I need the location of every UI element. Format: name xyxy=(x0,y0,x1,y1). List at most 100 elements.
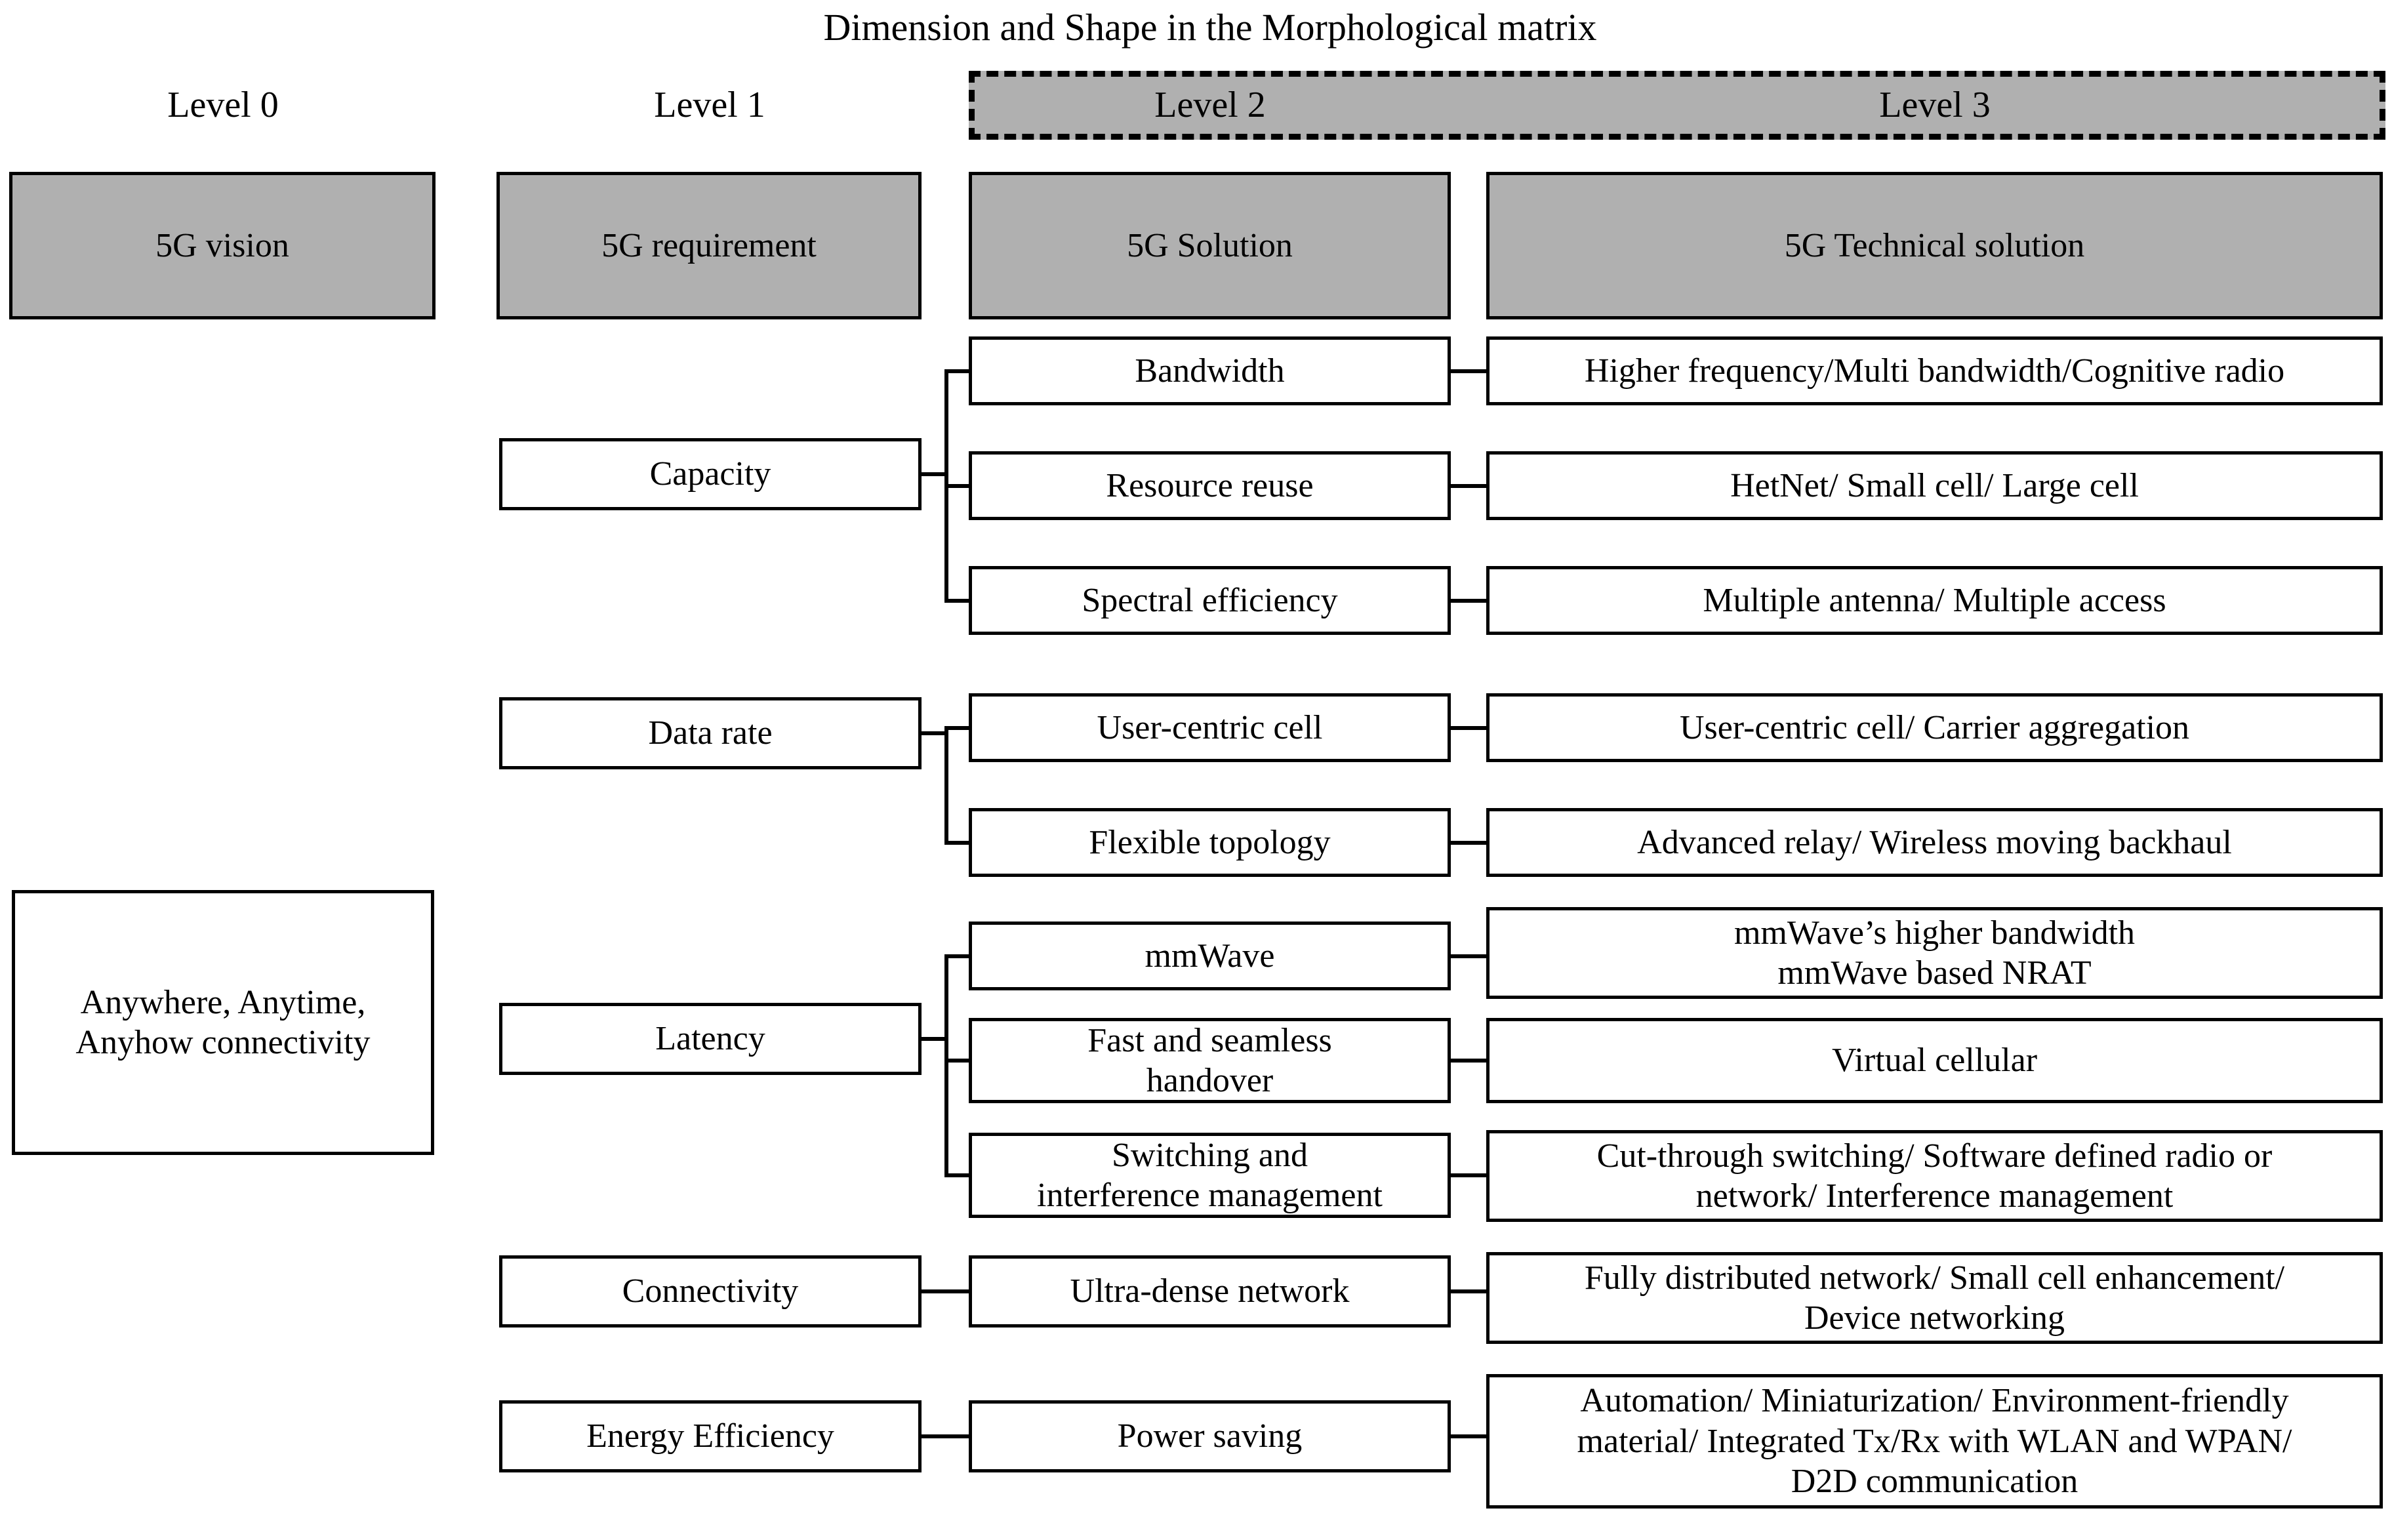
technical-solution-label: Virtual cellular xyxy=(1831,1042,2038,1080)
level-3-label: Level 3 xyxy=(1879,85,1991,125)
solution-label-line-1: Switching and xyxy=(1112,1136,1308,1174)
connector-capacity-to-bandwidth xyxy=(944,369,971,373)
solution-box-mmwave: mmWave xyxy=(969,922,1451,990)
technical-solution-label-line-1: Automation/ Miniaturization/ Environment… xyxy=(1580,1382,2289,1420)
solution-box-resource-reuse: Resource reuse xyxy=(969,451,1451,520)
technical-solution-box-spectral-efficiency: Multiple antenna/ Multiple access xyxy=(1486,566,2383,635)
solution-label: mmWave xyxy=(1145,937,1275,975)
solution-label-line-1: Fast and seamless xyxy=(1087,1021,1332,1059)
solution-box-ultra-dense-network: Ultra-dense network xyxy=(969,1255,1451,1327)
level-1-label: Level 1 xyxy=(654,85,765,125)
technical-solution-label: User-centric cell/ Carrier aggregation xyxy=(1679,708,2190,746)
technical-solution-box-power-saving: Automation/ Miniaturization/ Environment… xyxy=(1486,1374,2383,1509)
connector-latency-spine xyxy=(944,954,948,1175)
technical-solution-label-line-2: network/ Interference management xyxy=(1695,1177,2174,1215)
solution-label: Fast and seamless handover xyxy=(1087,1021,1332,1101)
connector-capacity-to-spectral-efficiency xyxy=(944,599,971,603)
connector-resource-reuse-to-technical xyxy=(1448,484,1489,488)
connector-latency-stub xyxy=(922,1037,946,1041)
technical-solution-box-switching: Cut-through switching/ Software defined … xyxy=(1486,1130,2383,1222)
requirement-label: Latency xyxy=(655,1020,765,1058)
requirement-box-connectivity: Connectivity xyxy=(499,1255,922,1327)
solution-box-fast-seamless-handover: Fast and seamless handover xyxy=(969,1018,1451,1103)
technical-solution-box-virtual-cellular: Virtual cellular xyxy=(1486,1018,2383,1103)
connector-latency-to-handover xyxy=(944,1059,971,1063)
technical-solution-label: Advanced relay/ Wireless moving backhaul xyxy=(1637,823,2232,861)
column-header-5g-vision: 5G vision xyxy=(9,172,436,319)
solution-box-bandwidth: Bandwidth xyxy=(969,336,1451,405)
connector-bandwidth-to-technical xyxy=(1448,369,1489,373)
connector-data-rate-spine xyxy=(944,726,948,843)
column-header-label: 5G Technical solution xyxy=(1784,226,2085,264)
connector-data-rate-to-flexible-topology xyxy=(944,841,971,845)
connector-latency-to-switching xyxy=(944,1173,971,1177)
column-header-5g-solution: 5G Solution xyxy=(969,172,1451,319)
level-2-label: Level 2 xyxy=(1154,85,1266,125)
connector-user-centric-cell-to-technical xyxy=(1448,726,1489,730)
technical-solution-label: HetNet/ Small cell/ Large cell xyxy=(1730,466,2139,504)
requirement-box-data-rate: Data rate xyxy=(499,697,922,769)
solution-label-line-2: handover xyxy=(1146,1062,1274,1099)
technical-solution-label-line-1: Fully distributed network/ Small cell en… xyxy=(1584,1259,2285,1297)
solution-label: Resource reuse xyxy=(1106,466,1314,504)
requirement-box-energy-efficiency: Energy Efficiency xyxy=(499,1400,922,1472)
technical-solution-label-line-2: Device networking xyxy=(1804,1299,2065,1337)
technical-solution-label: Multiple antenna/ Multiple access xyxy=(1703,581,2166,619)
solution-box-user-centric-cell: User-centric cell xyxy=(969,693,1451,762)
connector-switching-to-technical xyxy=(1448,1173,1489,1177)
technical-solution-label-line-2: material/ Integrated Tx/Rx with WLAN and… xyxy=(1577,1422,2292,1460)
solution-label: User-centric cell xyxy=(1097,708,1323,746)
connector-latency-to-mmwave xyxy=(944,954,971,958)
requirement-label: Energy Efficiency xyxy=(586,1417,834,1455)
connector-mmwave-to-technical xyxy=(1448,954,1489,958)
connector-capacity-stub xyxy=(922,472,946,476)
connector-data-rate-stub xyxy=(922,731,946,735)
column-header-label: 5G requirement xyxy=(601,226,817,264)
vision-line-1: Anywhere, Anytime, xyxy=(80,983,366,1021)
vision-box: Anywhere, Anytime, Anyhow connectivity xyxy=(12,890,434,1155)
connector-capacity-to-resource-reuse xyxy=(944,484,971,488)
technical-solution-label-line-1: Cut-through switching/ Software defined … xyxy=(1596,1137,2273,1175)
connector-ultra-dense-to-technical xyxy=(1448,1289,1489,1293)
connector-flexible-topology-to-technical xyxy=(1448,841,1489,845)
column-header-label: 5G Solution xyxy=(1127,226,1293,264)
solution-label: Switching and interference management xyxy=(1037,1135,1383,1216)
technical-solution-label: Higher frequency/Multi bandwidth/Cogniti… xyxy=(1584,352,2285,390)
connector-spectral-efficiency-to-technical xyxy=(1448,599,1489,603)
column-header-5g-technical-solution: 5G Technical solution xyxy=(1486,172,2383,319)
solution-label: Bandwidth xyxy=(1135,352,1285,390)
technical-solution-label-line-1: mmWave’s higher bandwidth xyxy=(1733,914,2136,952)
connector-energy-efficiency-to-power-saving xyxy=(922,1434,971,1438)
technical-solution-label: Automation/ Miniaturization/ Environment… xyxy=(1577,1381,2292,1501)
technical-solution-label: mmWave’s higher bandwidth mmWave based N… xyxy=(1734,913,2135,994)
solution-label: Spectral efficiency xyxy=(1082,581,1338,619)
solution-box-flexible-topology: Flexible topology xyxy=(969,808,1451,877)
connector-connectivity-to-ultra-dense xyxy=(922,1289,971,1293)
connector-handover-to-technical xyxy=(1448,1059,1489,1063)
column-header-5g-requirement: 5G requirement xyxy=(497,172,922,319)
technical-solution-box-mmwave: mmWave’s higher bandwidth mmWave based N… xyxy=(1486,907,2383,999)
requirement-box-capacity: Capacity xyxy=(499,438,922,510)
diagram-title: Dimension and Shape in the Morphological… xyxy=(823,6,1597,49)
technical-solution-label-line-2: mmWave based NRAT xyxy=(1777,954,2092,992)
technical-solution-label: Cut-through switching/ Software defined … xyxy=(1597,1136,2273,1217)
level2-level3-highlight-band xyxy=(969,71,2385,140)
technical-solution-box-flexible-topology: Advanced relay/ Wireless moving backhaul xyxy=(1486,808,2383,877)
requirement-label: Capacity xyxy=(649,455,771,493)
solution-label: Ultra-dense network xyxy=(1070,1272,1350,1310)
connector-power-saving-to-technical xyxy=(1448,1434,1489,1438)
technical-solution-box-resource-reuse: HetNet/ Small cell/ Large cell xyxy=(1486,451,2383,520)
solution-label: Power saving xyxy=(1117,1417,1303,1455)
technical-solution-box-ultra-dense: Fully distributed network/ Small cell en… xyxy=(1486,1252,2383,1344)
column-header-label: 5G vision xyxy=(155,226,289,264)
solution-box-switching-interference-management: Switching and interference management xyxy=(969,1133,1451,1218)
solution-label: Flexible topology xyxy=(1089,823,1331,861)
requirement-label: Data rate xyxy=(648,714,773,752)
technical-solution-box-bandwidth: Higher frequency/Multi bandwidth/Cogniti… xyxy=(1486,336,2383,405)
requirement-box-latency: Latency xyxy=(499,1003,922,1075)
connector-data-rate-to-user-centric-cell xyxy=(944,726,971,730)
level-0-label: Level 0 xyxy=(167,85,279,125)
vision-line-2: Anyhow connectivity xyxy=(75,1024,371,1061)
technical-solution-box-user-centric-cell: User-centric cell/ Carrier aggregation xyxy=(1486,693,2383,762)
